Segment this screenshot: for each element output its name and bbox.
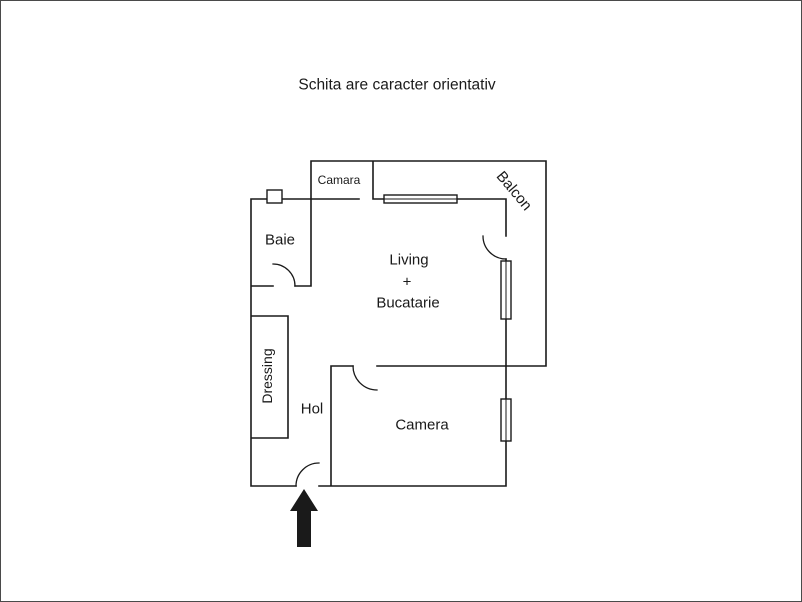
door-arc-balcony xyxy=(482,235,507,260)
room-label-camera: Camera xyxy=(395,416,449,434)
window-camera xyxy=(500,398,512,442)
window-living xyxy=(500,260,512,320)
room-label-camara: Camara xyxy=(317,173,361,187)
door-arc-entrance xyxy=(295,462,320,487)
door-arc-camera xyxy=(352,365,378,391)
walls xyxy=(250,160,547,487)
room-label-baie: Baie xyxy=(264,231,296,249)
entrance-arrow-icon xyxy=(290,489,318,547)
page-title: Schita are caracter orientativ xyxy=(298,76,496,94)
room-label-bucatarie: Bucatarie xyxy=(376,294,440,312)
room-label-hol: Hol xyxy=(300,400,324,418)
room-label-dressing: Dressing xyxy=(259,348,275,404)
shaft-box xyxy=(266,189,283,204)
window-top xyxy=(383,194,458,204)
room-label-living-plus: + xyxy=(402,273,412,291)
door-arc-baie xyxy=(272,263,296,287)
room-label-living: Living xyxy=(389,251,429,269)
